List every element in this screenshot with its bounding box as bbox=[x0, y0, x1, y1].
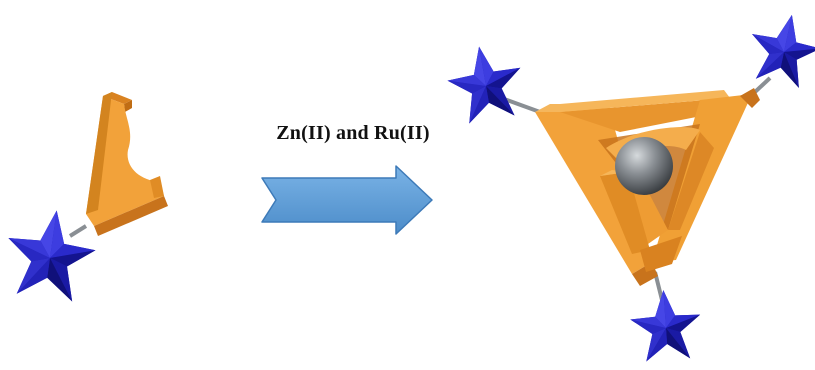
grey-sphere-icon bbox=[615, 137, 673, 195]
reaction-arrow bbox=[261, 165, 433, 235]
trimer-assembly bbox=[447, 14, 815, 362]
reagents-label: Zn(II) and Ru(II) bbox=[276, 122, 430, 144]
ligand-monomer bbox=[8, 92, 168, 302]
connector-line bbox=[68, 224, 88, 238]
blue-star-icon bbox=[447, 46, 521, 124]
blue-star-icon bbox=[630, 290, 701, 362]
blue-star-icon bbox=[752, 14, 815, 88]
right-block-arrow-icon bbox=[261, 165, 433, 235]
orange-bracket-ligand-icon bbox=[86, 92, 168, 236]
blue-star-icon bbox=[8, 210, 96, 302]
